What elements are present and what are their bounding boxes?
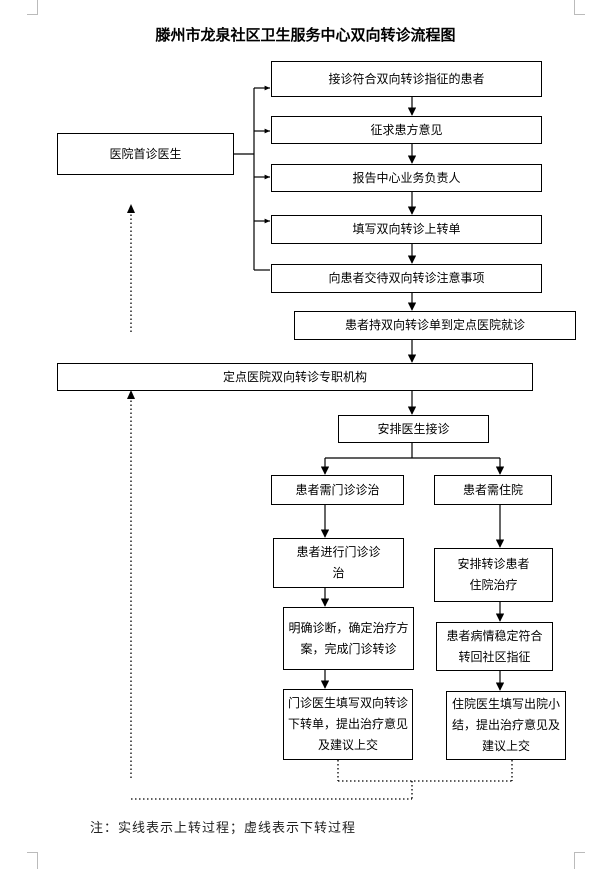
- first-doctor-box: 医院首诊医生: [57, 133, 234, 175]
- hospital-referral-office: 定点医院双向转诊专职机构: [57, 363, 533, 391]
- crop-mark-bottom-right: [574, 852, 585, 869]
- inpatient-fill-form-box: 住院医生填写出院小结，提出治疗意见及建议上交: [446, 691, 566, 760]
- outpatient-need-box: 患者需门诊诊治: [271, 475, 404, 505]
- crop-mark-bottom-left: [27, 852, 38, 869]
- step-explain-notes: 向患者交待双向转诊注意事项: [271, 264, 542, 293]
- step-go-to-hospital: 患者持双向转诊单到定点医院就诊: [294, 311, 576, 340]
- legend-note: 注：实线表示上转过程；虚线表示下转过程: [90, 821, 357, 836]
- inpatient-treatment-box: 安排转诊患者住院治疗: [434, 548, 553, 602]
- outpatient-fill-form-box: 门诊医生填写双向转诊下转单，提出治疗意见及建议上交: [283, 689, 413, 760]
- assign-doctor-box: 安排医生接诊: [338, 415, 489, 443]
- inpatient-need-box: 患者需住院: [434, 475, 552, 505]
- step-receive-patient: 接诊符合双向转诊指征的患者: [271, 61, 542, 97]
- step-consult-patient: 征求患方意见: [271, 116, 542, 144]
- page-title: 滕州市龙泉社区卫生服务中心双向转诊流程图: [155, 26, 456, 44]
- crop-mark-top-left: [27, 0, 38, 15]
- crop-mark-top-right: [574, 0, 585, 15]
- step-report-director: 报告中心业务负责人: [271, 164, 542, 192]
- inpatient-stable-box: 患者病情稳定符合转回社区指征: [436, 622, 553, 671]
- outpatient-confirm-box: 明确诊断，确定治疗方案，完成门诊转诊: [283, 607, 414, 670]
- step-fill-referral-form: 填写双向转诊上转单: [271, 215, 542, 244]
- outpatient-treatment-box: 患者进行门诊诊治: [273, 538, 404, 588]
